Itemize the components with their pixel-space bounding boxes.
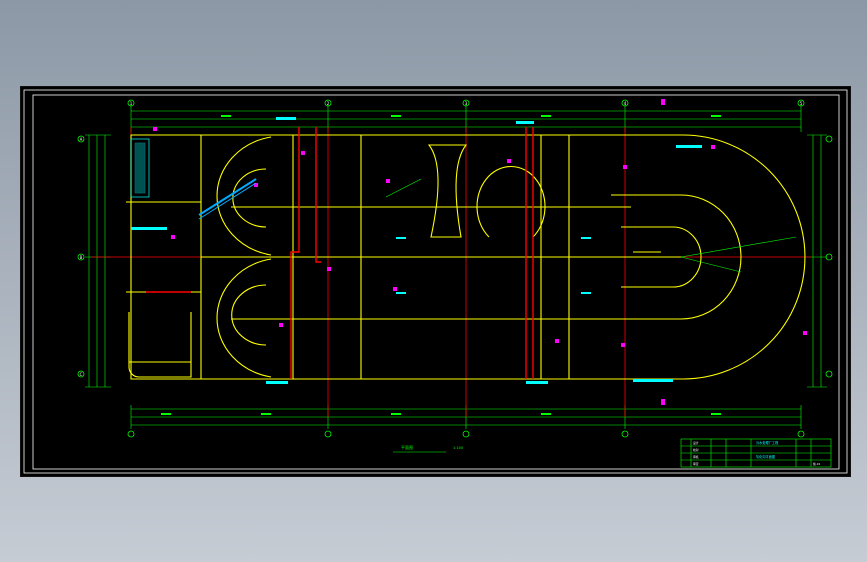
view-title: 平面图	[401, 444, 413, 450]
annotation-marks	[131, 117, 702, 384]
grid-label-1: 1	[130, 101, 133, 106]
drawing-border-outer	[23, 89, 848, 474]
project-name: 污水处理厂工程	[756, 440, 779, 445]
view-caption: 平面图 1:100	[393, 444, 463, 453]
drawing-name: 氧化沟平面图	[756, 454, 775, 459]
grid-label-4: 4	[624, 101, 627, 106]
internal-walls	[146, 127, 534, 379]
axis-lines	[91, 127, 811, 417]
drawing-number: 施-01	[813, 462, 821, 466]
equipment-left	[130, 138, 257, 220]
grid-bubbles	[77, 99, 833, 438]
row-label-a: A	[80, 137, 83, 142]
title-row-2: 校对	[693, 448, 699, 452]
row-label-b: B	[80, 255, 83, 260]
cad-viewport[interactable]: 1 2 3 4 5 A B C	[20, 86, 851, 477]
title-row-4: 审定	[693, 462, 699, 466]
magenta-tags	[153, 99, 807, 405]
grid-label-5: 5	[800, 101, 803, 106]
title-block	[680, 438, 832, 468]
guide-lines	[385, 178, 797, 273]
top-dimensions	[85, 105, 827, 429]
dimension-texts	[161, 115, 721, 415]
title-row-3: 审核	[693, 455, 699, 459]
grid-label-3: 3	[465, 101, 468, 106]
grid-label-2: 2	[327, 101, 330, 106]
drawing-border-inner	[32, 94, 840, 470]
title-block-text: 污水处理厂工程 氧化沟平面图 设计 校对 审核 审定 施-01	[693, 440, 821, 466]
title-row-1: 设计	[693, 441, 699, 445]
grid-bubble-labels: 1 2 3 4 5 A B C	[80, 101, 803, 377]
view-scale: 1:100	[453, 446, 463, 450]
row-label-c: C	[80, 372, 83, 377]
ditch-outline	[126, 134, 806, 380]
